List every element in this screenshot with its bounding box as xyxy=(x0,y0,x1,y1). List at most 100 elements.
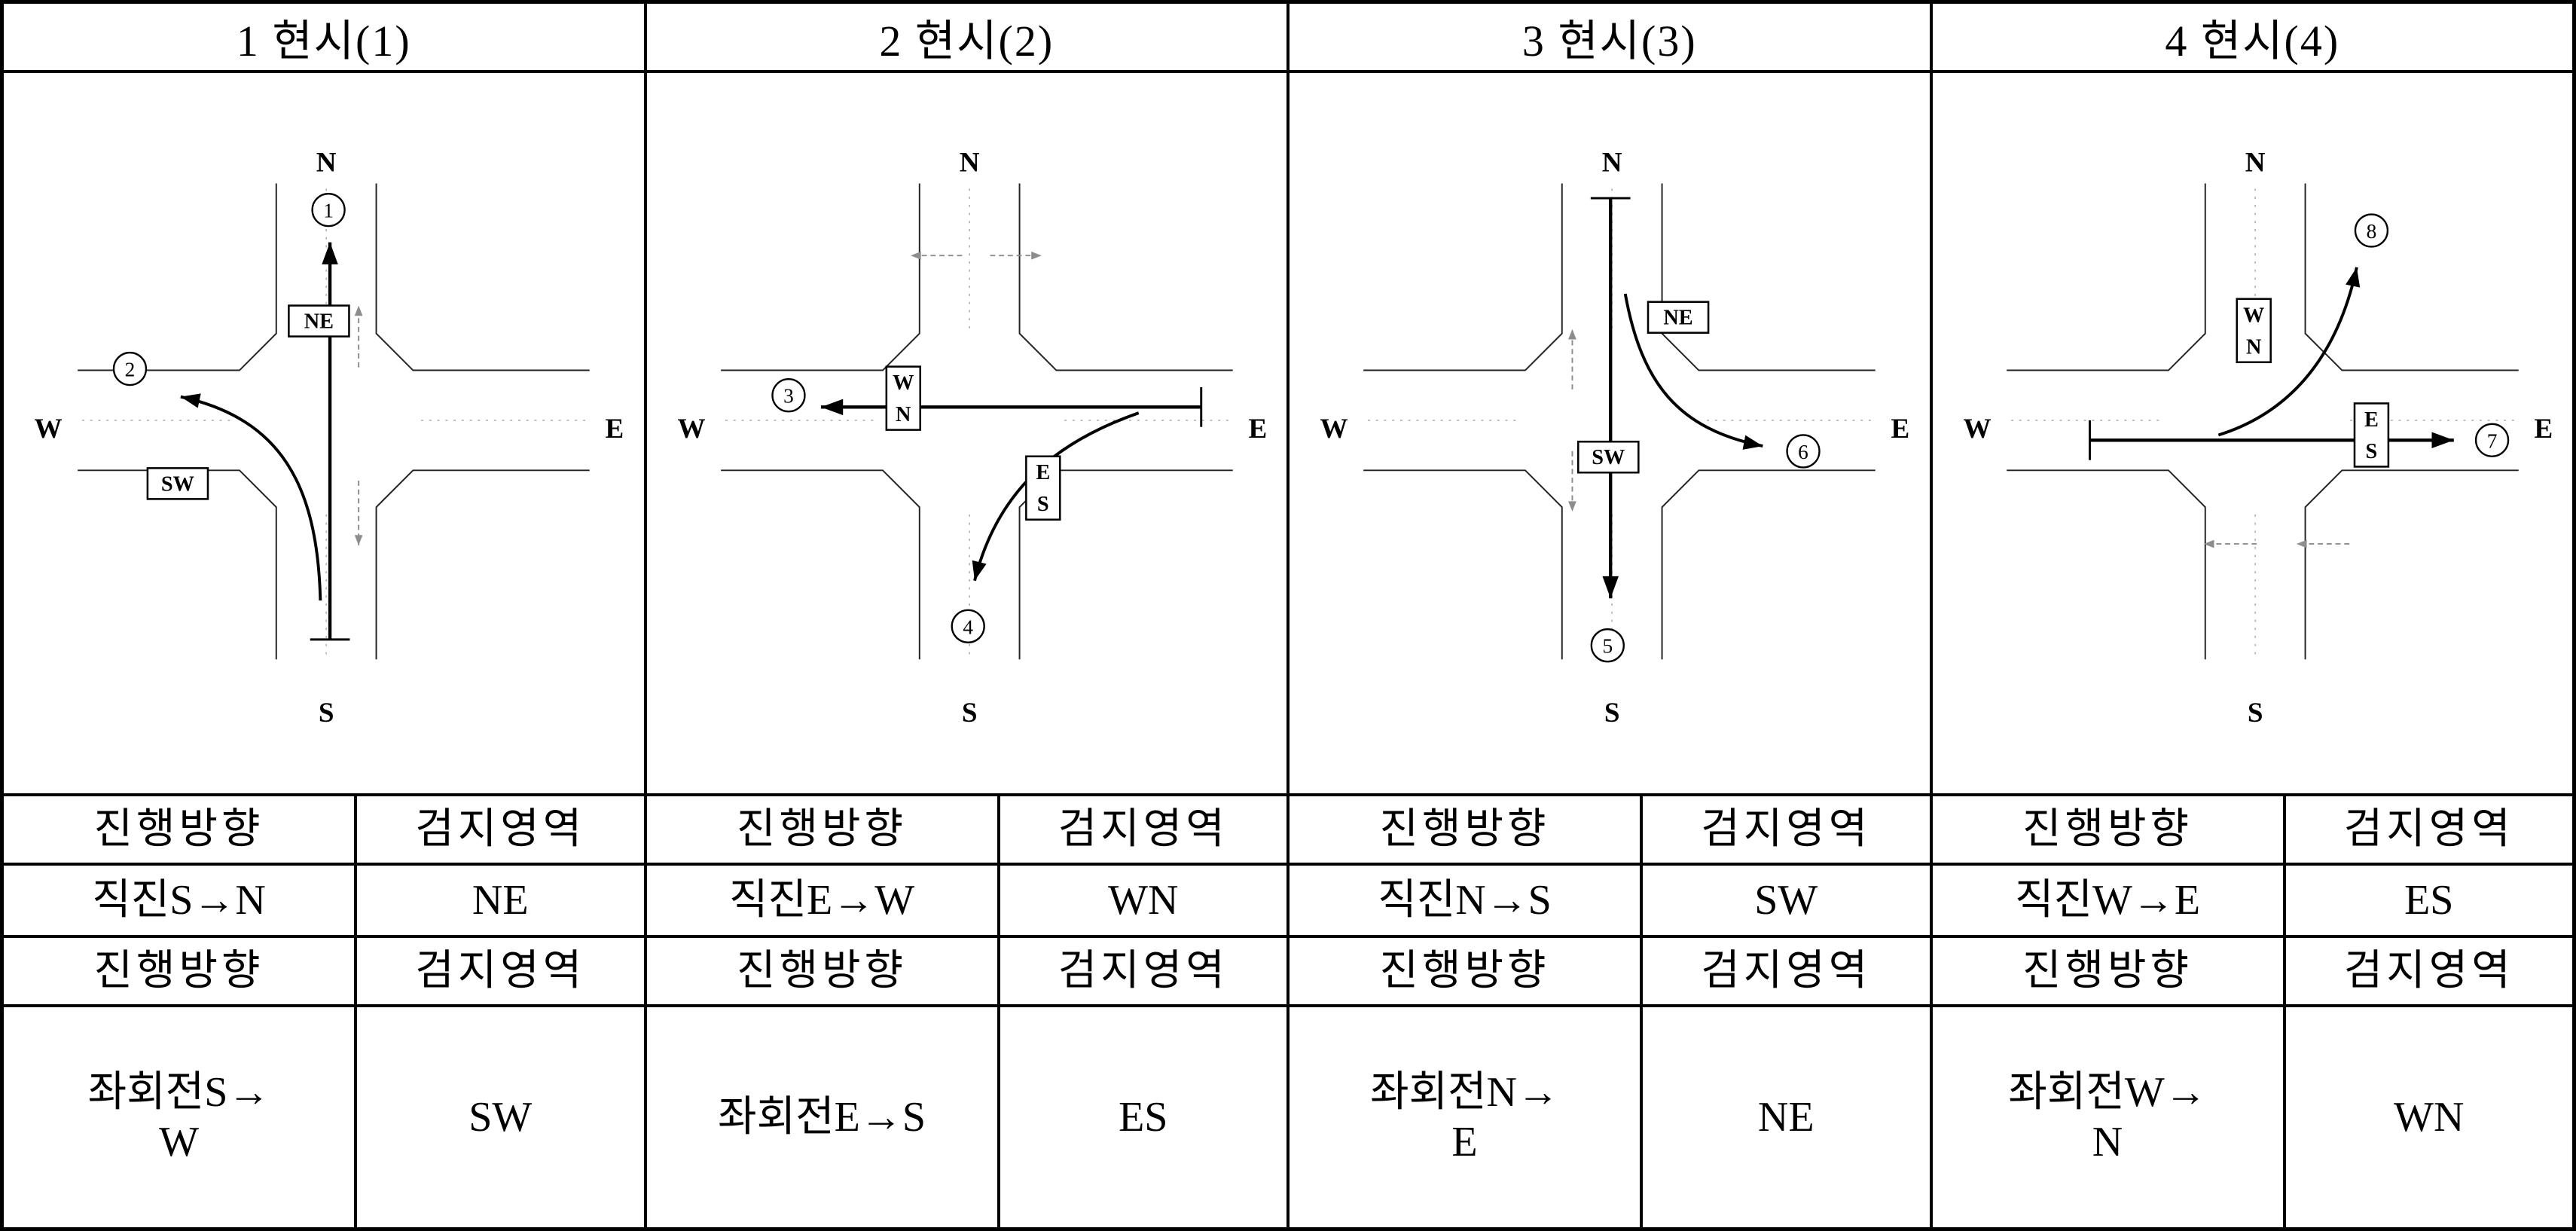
compass-label: E xyxy=(1891,414,1910,444)
table-row: 진행방향 검지영역 xyxy=(4,796,644,863)
road-edge xyxy=(1018,183,1233,371)
compass-label: S xyxy=(2247,698,2263,729)
road-edge xyxy=(2006,469,2206,660)
zone-header-cell: 검지영역 xyxy=(1643,938,1930,1004)
compass-label: W xyxy=(1963,414,1991,444)
direction-header-cell: 진행방향 xyxy=(4,796,355,863)
lane-flow-arrowhead xyxy=(2296,539,2307,548)
lane-flow-arrowhead xyxy=(354,535,363,545)
detector-zone-box xyxy=(1576,440,1640,474)
compass-label: N xyxy=(316,148,337,179)
straight-movement-cell: 직진E→W xyxy=(646,866,997,935)
table-row: 좌회전N→ E NE xyxy=(1290,1007,1930,1227)
direction-header-cell: 진행방향 xyxy=(646,938,997,1004)
road-edge xyxy=(1363,469,1563,660)
phase-title: 3 현시(3) xyxy=(1290,4,1930,70)
direction-header-cell: 진행방향 xyxy=(1290,938,1641,1004)
left-turn-movement-cell: 좌회전S→ W xyxy=(4,1007,355,1227)
direction-header-cell: 진행방향 xyxy=(1932,796,2283,863)
straight-zone-cell: ES xyxy=(2285,866,2572,935)
movement-number: 5 xyxy=(1602,635,1613,658)
movement-number: 1 xyxy=(323,200,334,222)
detector-zone-box xyxy=(1024,455,1061,521)
table-row: 진행방향 검지영역 xyxy=(4,938,644,1004)
table-row: 좌회전S→ W SW xyxy=(4,1007,644,1227)
zone-header-cell: 검지영역 xyxy=(2285,796,2572,863)
left-turn-movement-cell: 좌회전N→ E xyxy=(1290,1007,1641,1227)
movement-number: 2 xyxy=(125,359,136,381)
road-edge xyxy=(78,183,277,371)
table-row: 진행방향 검지영역 xyxy=(1290,938,1930,1004)
movement-number-circle xyxy=(112,351,148,386)
straight-zone-cell: NE xyxy=(357,866,644,935)
left-turn-movement-cell: 좌회전W→ N xyxy=(1932,1007,2283,1227)
detector-zone-label: S xyxy=(2365,440,2377,463)
movement-number: 3 xyxy=(783,385,794,408)
movement-number-circle xyxy=(1590,628,1625,663)
movement-number-circle xyxy=(1786,434,1821,469)
detector-zone-label: SW xyxy=(1592,446,1625,469)
compass-label: S xyxy=(1604,698,1620,729)
straight-arrowhead xyxy=(1602,576,1619,599)
lane-flow-arrowhead xyxy=(910,251,921,260)
road-edge xyxy=(375,469,590,660)
left-turn-zone-cell: SW xyxy=(357,1007,644,1227)
table-row: 직진W→E ES xyxy=(1932,866,2572,935)
compass-label: S xyxy=(319,698,334,729)
detector-zone-box xyxy=(146,467,209,500)
zone-header-cell: 검지영역 xyxy=(1643,796,1930,863)
phase-title: 1 현시(1) xyxy=(4,4,644,70)
table-row: 직진N→S SW xyxy=(1290,866,1930,935)
compass-label: N xyxy=(2245,148,2265,179)
table-row: 좌회전E→S ES xyxy=(646,1007,1286,1227)
straight-movement-cell: 직진S→N xyxy=(4,866,355,935)
left-turn-arrow xyxy=(180,395,322,601)
left-turn-zone-cell: ES xyxy=(1000,1007,1286,1227)
compass-label: W xyxy=(677,414,705,444)
table-row: 좌회전W→ N WN xyxy=(1932,1007,2572,1227)
road-edge xyxy=(720,469,920,660)
straight-movement-cell: 직진N→S xyxy=(1290,866,1641,935)
lane-flow-arrowhead xyxy=(1568,328,1576,340)
left-turn-arrowhead xyxy=(2345,267,2360,288)
zone-header-cell: 검지영역 xyxy=(1000,938,1286,1004)
compass-label: N xyxy=(1602,148,1622,179)
detector-zone-label: S xyxy=(1036,493,1048,516)
table-row: 직진E→W WN xyxy=(646,866,1286,935)
road-edge xyxy=(1661,183,1876,371)
detector-zone-label: E xyxy=(2364,408,2379,432)
left-turn-zone-cell: NE xyxy=(1643,1007,1930,1227)
lane-flow-arrowhead xyxy=(1030,251,1042,260)
detector-zone-box xyxy=(2235,298,2272,364)
left-turn-arrow xyxy=(2217,267,2358,437)
table-row: 직진S→N NE xyxy=(4,866,644,935)
detector-zone-label: N xyxy=(896,403,911,426)
movement-number-circle xyxy=(311,193,346,228)
compass-label: E xyxy=(1248,414,1267,444)
movement-number: 6 xyxy=(1798,441,1808,463)
straight-arrowhead xyxy=(2431,432,2454,449)
left-turn-arrowhead xyxy=(1742,435,1763,450)
road-edge xyxy=(2304,469,2519,660)
table-row: 진행방향 검지영역 xyxy=(646,938,1286,1004)
detector-zone-label: N xyxy=(2245,335,2261,359)
movement-number-circle xyxy=(2474,423,2509,457)
road-edge xyxy=(2304,183,2519,371)
lane-flow-arrowhead xyxy=(2203,539,2214,548)
compass-label: N xyxy=(959,148,979,179)
road-edge xyxy=(375,183,590,371)
straight-arrowhead xyxy=(322,242,338,264)
direction-header-cell: 진행방향 xyxy=(1290,796,1641,863)
movement-number-circle xyxy=(771,378,806,413)
road-edge xyxy=(1661,469,1876,660)
movement-number-circle xyxy=(2354,213,2388,248)
